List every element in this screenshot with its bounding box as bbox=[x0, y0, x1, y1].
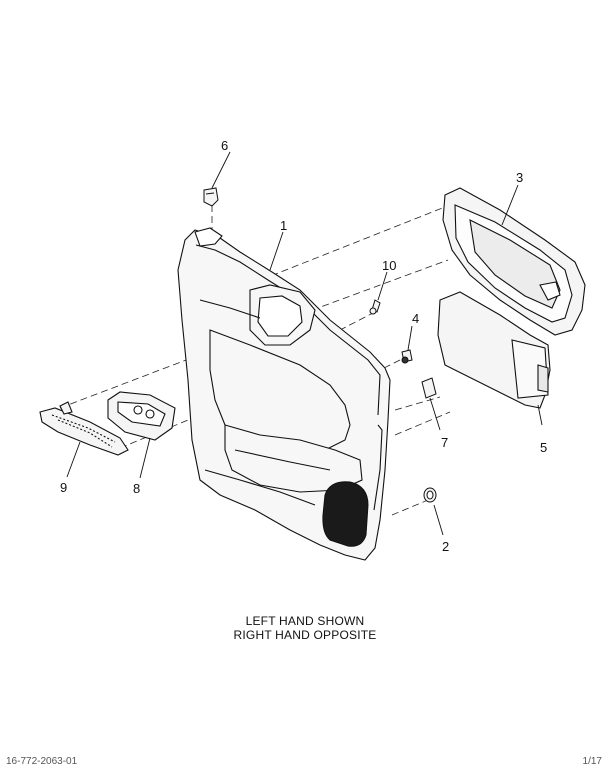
callout-5: 5 bbox=[540, 440, 547, 455]
foam-pad bbox=[421, 377, 437, 399]
speaker-grille bbox=[322, 481, 369, 547]
caption-line-2: RIGHT HAND OPPOSITE bbox=[233, 628, 377, 642]
retaining-clip bbox=[203, 187, 219, 207]
callout-1: 1 bbox=[280, 218, 287, 233]
callout-6: 6 bbox=[221, 138, 228, 153]
callout-3: 3 bbox=[516, 170, 523, 185]
lower-insert-panel bbox=[437, 291, 551, 409]
handle-bezel bbox=[107, 391, 176, 441]
push-fastener bbox=[401, 349, 413, 364]
leader-lines bbox=[66, 151, 543, 536]
callout-10: 10 bbox=[382, 258, 396, 273]
door-trim-panel bbox=[177, 227, 391, 561]
callout-9: 9 bbox=[60, 480, 67, 495]
screw bbox=[369, 299, 381, 315]
upper-insert-panel bbox=[442, 187, 586, 336]
callout-8: 8 bbox=[133, 481, 140, 496]
page-number: 1/17 bbox=[582, 756, 602, 767]
plug bbox=[423, 487, 437, 503]
callout-4: 4 bbox=[412, 311, 419, 326]
callout-2: 2 bbox=[442, 539, 449, 554]
caption-line-1: LEFT HAND SHOWN bbox=[245, 614, 365, 628]
callout-7: 7 bbox=[441, 435, 448, 450]
drawing-number: 16-772-2063-01 bbox=[6, 756, 78, 767]
grab-handle bbox=[39, 401, 129, 456]
